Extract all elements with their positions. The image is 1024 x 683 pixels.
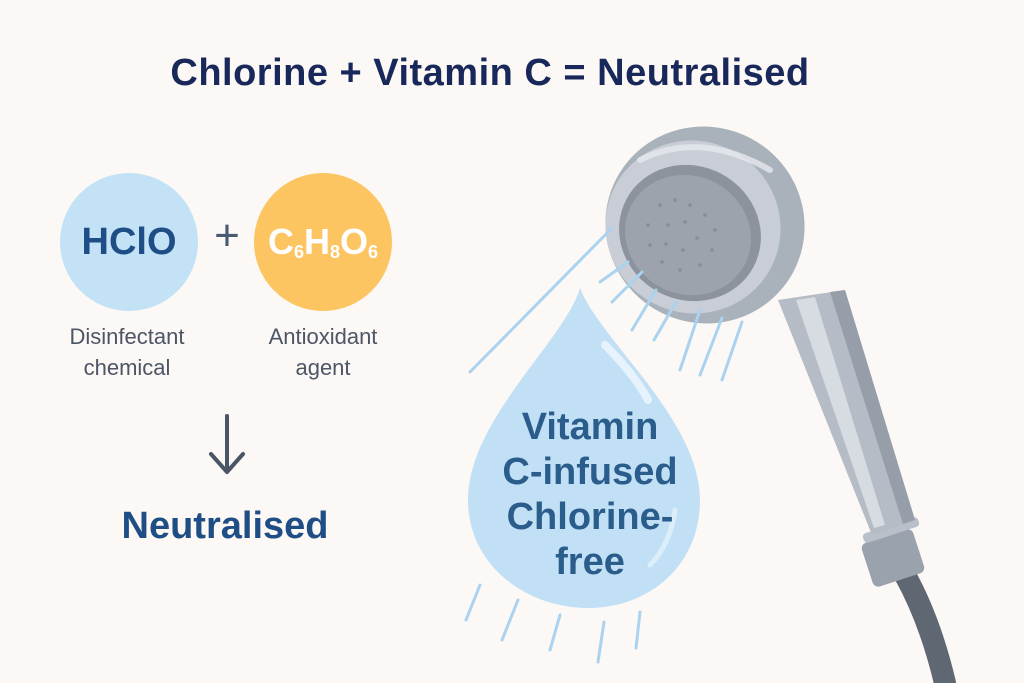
shower-head-icon [605,126,805,324]
diagram-title: Chlorine + Vitamin C = Neutralised [170,52,810,94]
water-streams [464,226,744,664]
vitamin-c-formula: C6H8O6 [267,221,379,262]
hclo-caption: Disinfectant chemical [69,324,185,380]
drop-label: Vitamin C-infused Chlorine- free [502,406,678,583]
result-label: Neutralised [121,505,329,547]
down-arrow-icon [209,414,245,474]
hclo-circle: HClO [60,173,198,311]
hclo-formula: HClO [81,220,177,263]
water-drop-icon [468,288,700,608]
shower-hose [894,564,956,683]
hose-connector [861,517,925,587]
vitamin-c-caption: Antioxidant agent [268,324,378,380]
plus-sign: + [214,211,240,260]
vitamin-c-circle: C6H8O6 [254,173,392,311]
